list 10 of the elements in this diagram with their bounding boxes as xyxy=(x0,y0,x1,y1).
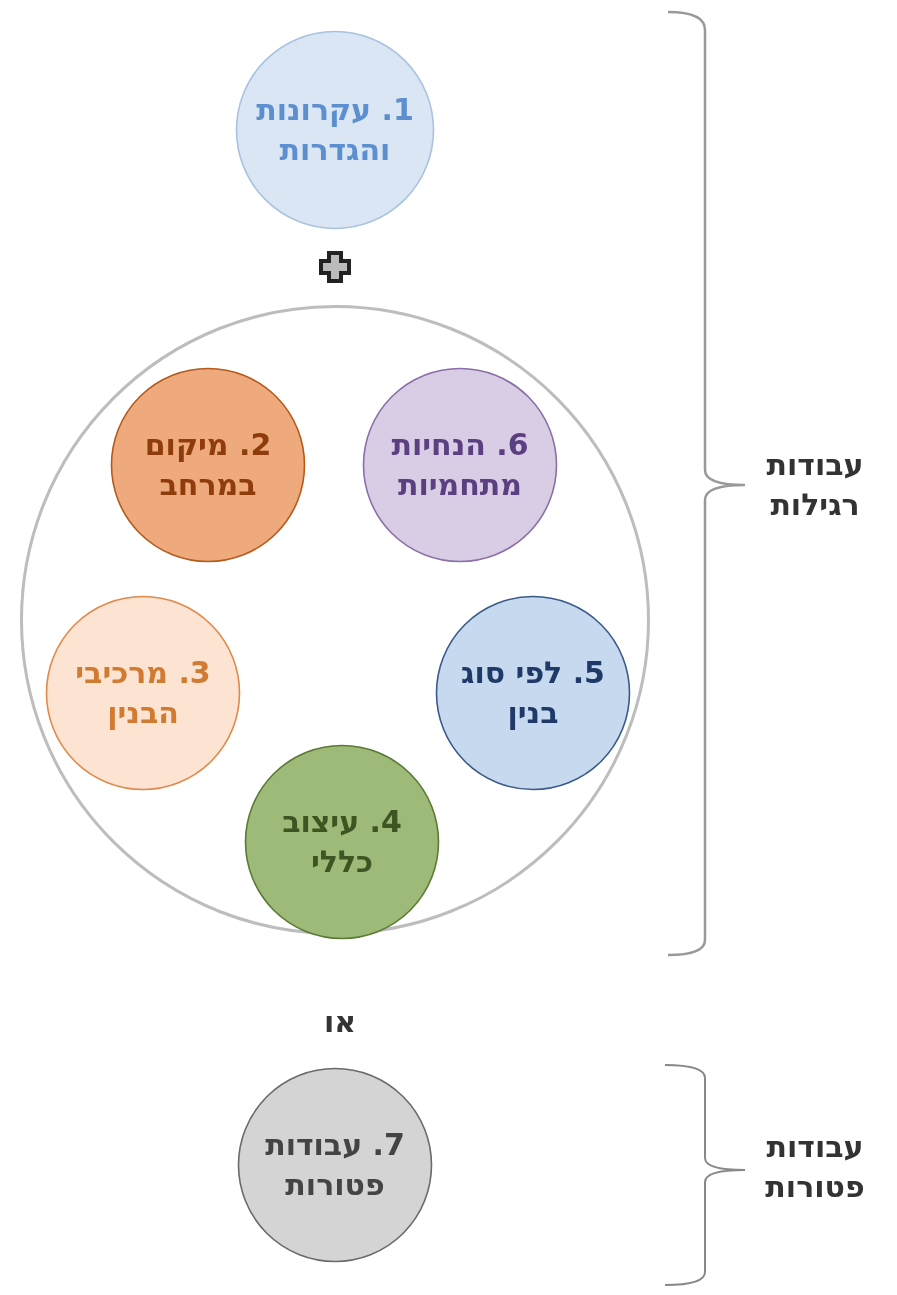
circle-label: 4. עיצוב כללי xyxy=(281,803,403,881)
circle-label: 1. עקרונות והגדרות xyxy=(255,91,415,169)
brace-label: עבודות רגילות xyxy=(765,446,865,524)
connector-word: או xyxy=(322,1003,358,1041)
brace-label: עבודות פטורות xyxy=(764,1128,866,1206)
circle-label: 5. לפי סוג בנין xyxy=(460,654,606,732)
circle-label: 3. מרכיבי הבנין xyxy=(74,654,212,732)
circle-label: 2. מיקום במרחב xyxy=(143,426,273,504)
circle-label: 7. עבודות פטורות xyxy=(264,1126,406,1204)
circle-label: 6. הנחיות מתחמיות xyxy=(390,426,530,504)
